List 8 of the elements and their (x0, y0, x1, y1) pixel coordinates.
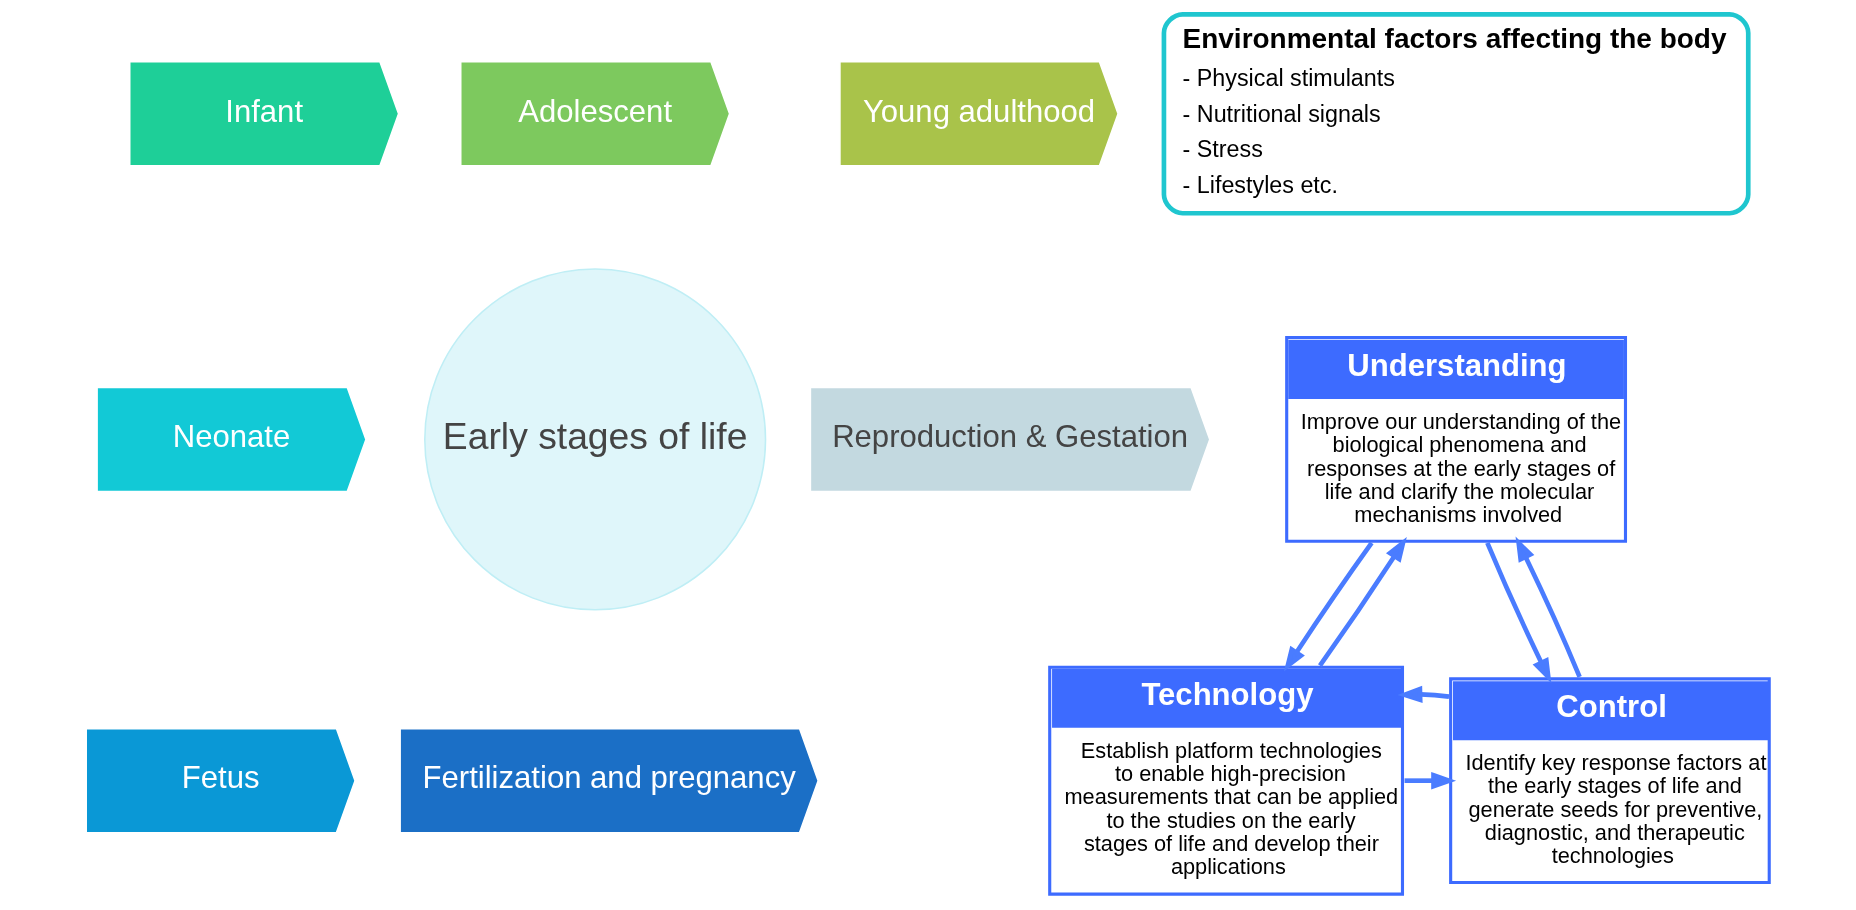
arrow (1515, 536, 1582, 678)
arrow (1317, 537, 1407, 667)
arrow (1397, 685, 1449, 704)
arrow (1484, 542, 1551, 684)
node-circle: Early stages of life (423, 268, 766, 611)
arrow (1283, 541, 1374, 672)
node-box: Environmental factors affecting the body - Physical stimulants - Nutritional signals - Stress - Lifestyles etc. (1161, 12, 1751, 216)
arrow (1404, 771, 1456, 790)
